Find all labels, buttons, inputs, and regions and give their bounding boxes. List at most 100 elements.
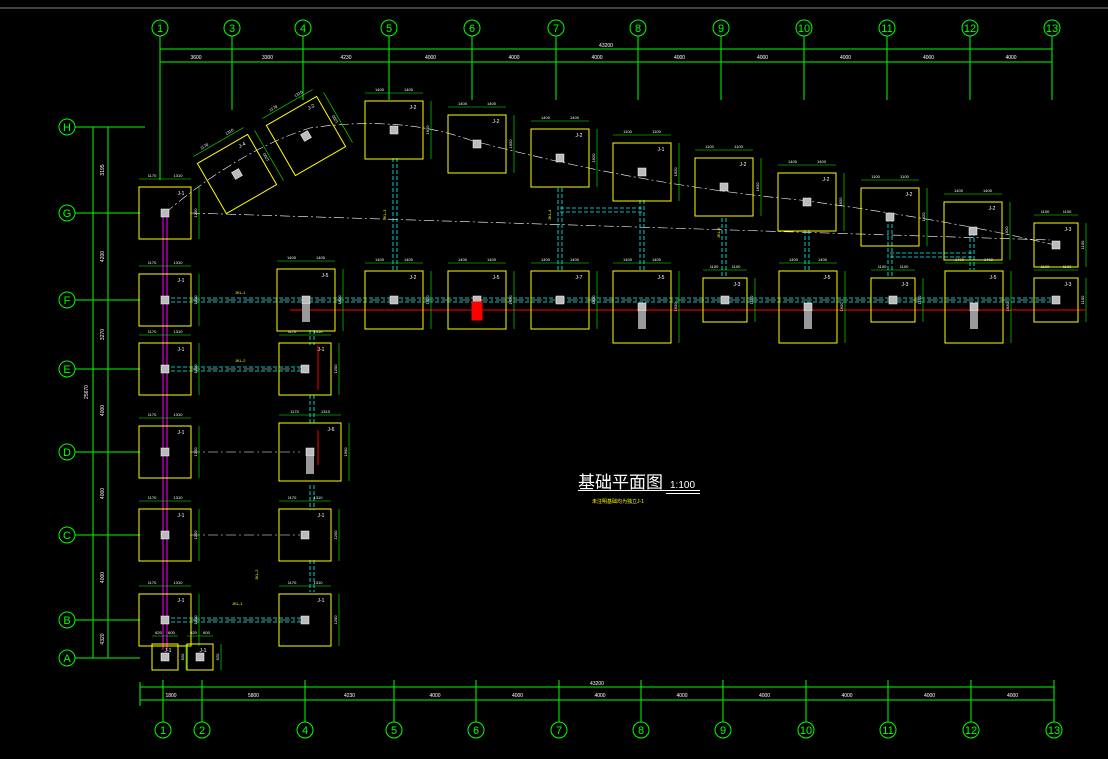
axis-bubble-bottom [797, 721, 815, 739]
footing-dim: 1400 [818, 257, 828, 262]
curved-center-line [164, 123, 1056, 246]
footing-dim: 1620 [337, 295, 342, 305]
footing-dim: 1620 [838, 197, 843, 207]
footing-dim: 600 [203, 630, 210, 635]
highlight-pier [471, 301, 483, 321]
footing-dim: 1310 [321, 409, 331, 414]
footing-dim-line [193, 127, 244, 157]
footing-label: J-3 [734, 282, 741, 288]
footing-outline [138, 593, 192, 647]
axis-label-top: 12 [964, 23, 976, 35]
axis-label-top: 11 [881, 23, 892, 35]
footing-dim: 1620 [1004, 226, 1009, 236]
column [160, 295, 170, 305]
footing-label: J-1 [178, 513, 185, 519]
bottom-dim-segment: 4230 [344, 693, 355, 699]
scale-underline [666, 493, 700, 494]
footing-dim: 1200 [193, 615, 198, 625]
footing-label: J-3 [1065, 282, 1072, 288]
top-dim-segment: 4000 [757, 55, 768, 61]
footing-dim: 1400 [287, 255, 297, 260]
axis-label-left: H [63, 122, 71, 134]
axis-label-bottom: 1 [160, 725, 166, 737]
column [160, 530, 170, 540]
footing-dim: 1170 [199, 141, 210, 150]
footing-label: J-2 [989, 206, 996, 212]
column [888, 295, 898, 305]
footing-dim: 1100 [710, 264, 719, 269]
axis-bubble-bottom [467, 721, 485, 739]
axis-bubble-bottom [296, 721, 314, 739]
footing-dim: 1400 [404, 257, 414, 262]
footing-dim: 1310 [224, 127, 235, 136]
axis-bubble-left [58, 649, 76, 667]
axis-label-left: E [63, 364, 70, 376]
column [300, 130, 312, 142]
bottom-dim-segment: 1800 [165, 693, 176, 699]
footing-dim: 1200 [193, 208, 198, 218]
column [472, 139, 482, 149]
footing-outline [138, 342, 192, 396]
footing-outline [265, 95, 347, 177]
footing-outline [694, 157, 754, 217]
axis-label-bottom: 8 [638, 725, 644, 737]
footing-label: J-1 [658, 147, 665, 153]
axis-label-bottom: 2 [199, 725, 205, 737]
footing-dim: 1310 [174, 580, 184, 585]
footing-dim: 1100 [623, 129, 632, 134]
footing-dim: 1100 [917, 295, 922, 304]
bottom-dim-segment: 4000 [512, 693, 523, 699]
footing-dim: 1200 [193, 447, 198, 457]
footing-dim: 1400 [570, 257, 580, 262]
axis-bubble-left [58, 118, 76, 136]
axis-bubble-top [380, 19, 398, 37]
axis-bubble-left [58, 360, 76, 378]
footing-outline [364, 270, 424, 330]
column [637, 302, 647, 312]
axis-label-top: 10 [798, 23, 810, 35]
footing-dim: 1620 [921, 212, 926, 222]
column [389, 295, 399, 305]
footing-dim: 1310 [314, 580, 324, 585]
axis-grid [75, 36, 1060, 722]
axis-label-top: 6 [469, 23, 475, 35]
footing-dim-line [262, 89, 313, 119]
column [968, 226, 978, 236]
axis-bubble-left [58, 526, 76, 544]
axis-label-bottom: 13 [1048, 725, 1060, 737]
footing-dim: 1620 [508, 295, 513, 305]
top-dim-segment: 4000 [674, 55, 685, 61]
axis-bubble-top [878, 19, 896, 37]
top-dim-segment: 4000 [1005, 55, 1016, 61]
axis-bubble-top [795, 19, 813, 37]
footing-dim: 620 [215, 653, 220, 660]
footing-dim-line [323, 92, 353, 143]
footing-label: J-2 [823, 177, 830, 183]
footing-outline [612, 142, 672, 202]
column [1051, 240, 1061, 250]
column [389, 125, 399, 135]
footing-outline [138, 508, 192, 562]
footing-dim: 1100 [878, 264, 887, 269]
bottom-dim-segment: 4000 [924, 693, 935, 699]
footing-dim-line [254, 130, 284, 181]
footing-dim: 1400 [954, 188, 964, 193]
footing-label: J-2 [410, 105, 417, 111]
footing-dim: 1200 [193, 530, 198, 540]
footing-dim: 1100 [871, 174, 880, 179]
column [555, 153, 565, 163]
